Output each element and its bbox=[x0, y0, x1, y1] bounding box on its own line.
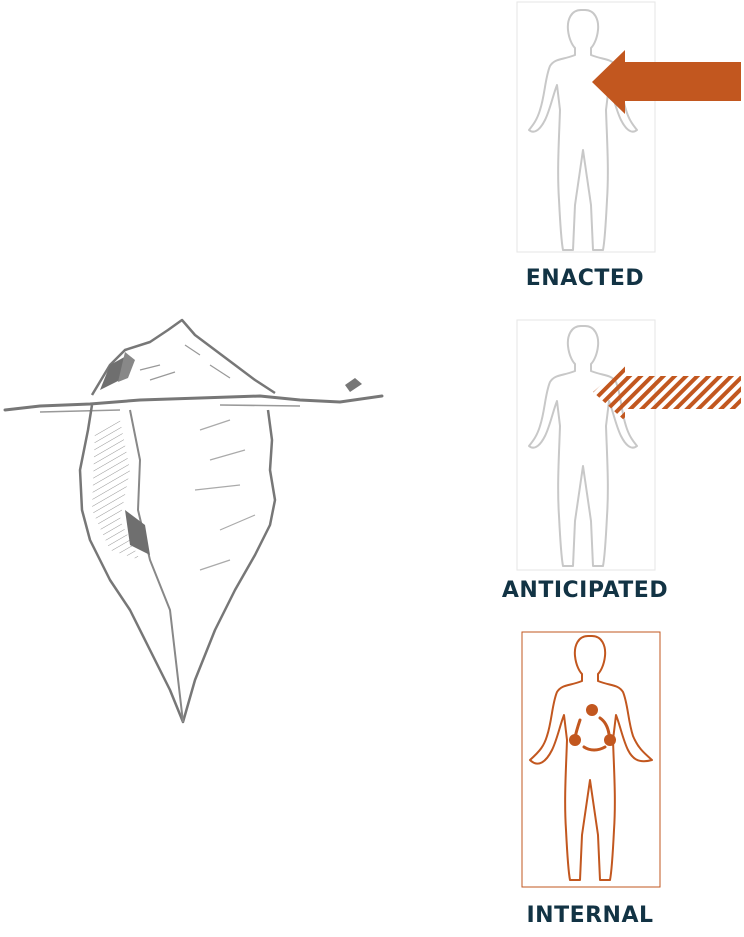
internal-label: INTERNAL bbox=[505, 903, 675, 928]
internal-figure bbox=[520, 630, 665, 890]
body-outline-icon bbox=[529, 326, 637, 566]
anticipated-figure bbox=[515, 318, 744, 573]
anticipated-label: ANTICIPATED bbox=[470, 578, 700, 603]
internal-dot-top bbox=[586, 704, 598, 716]
hatched-arrow-left-icon bbox=[593, 364, 741, 421]
enacted-label: ENACTED bbox=[500, 266, 670, 291]
internal-dot-right bbox=[604, 734, 616, 746]
body-outline-icon bbox=[529, 10, 637, 250]
iceberg-illustration bbox=[0, 310, 390, 740]
body-outline-orange-icon bbox=[530, 636, 652, 880]
enacted-figure bbox=[515, 0, 744, 258]
